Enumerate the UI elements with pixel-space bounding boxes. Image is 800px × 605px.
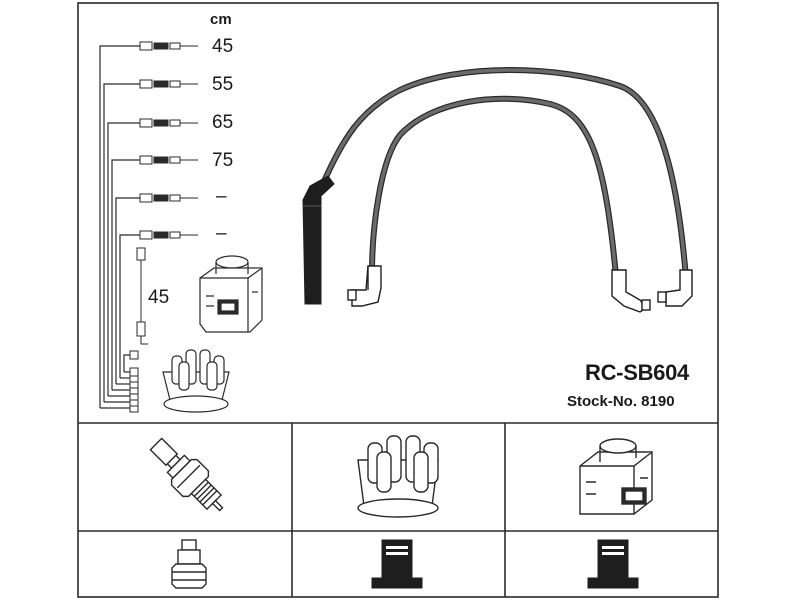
coil-terminal-icon (587, 539, 639, 589)
coil-lead-length-label: 45 (148, 287, 170, 308)
length-label-1: 45 (212, 36, 234, 57)
coil-lead (136, 247, 148, 345)
length-label-4: 75 (212, 150, 234, 171)
length-label-3: 65 (212, 112, 234, 133)
stock-number: Stock-No. 8190 (567, 393, 675, 410)
angled-boot-1 (347, 265, 382, 307)
unit-label: cm (210, 11, 232, 28)
cap-terminal-icon (371, 539, 423, 589)
ignition-cable-set (302, 67, 693, 313)
ignition-coil-icon (579, 438, 653, 515)
frame (77, 2, 719, 598)
part-number: RC-SB604 (585, 360, 689, 385)
distributor-cap-icon (357, 435, 439, 518)
angled-boot-2 (611, 269, 651, 313)
legend-ignition-coil-icon (199, 255, 263, 333)
plug-terminal-icon (171, 539, 207, 589)
cable-length-legend (99, 45, 140, 409)
length-label-5: – (216, 186, 227, 207)
straight-boot (302, 175, 335, 305)
length-label-6: – (216, 223, 227, 244)
angled-boot-3 (657, 269, 693, 307)
legend-distributor-cap-icon (162, 349, 230, 413)
lead-connectors (129, 41, 198, 413)
length-label-2: 55 (212, 74, 234, 95)
spark-plug-icon (149, 437, 224, 512)
